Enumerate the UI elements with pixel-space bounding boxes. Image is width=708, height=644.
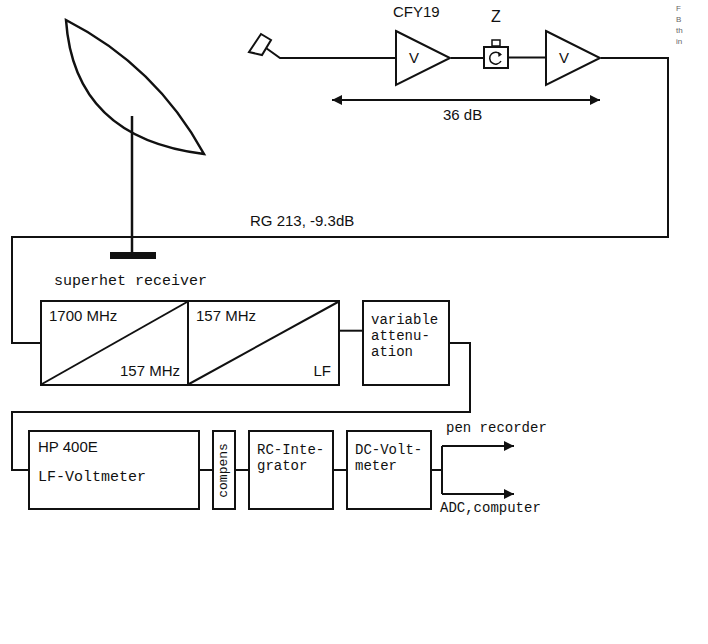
block-label: DC-Volt- meter — [355, 442, 423, 474]
mixer-diagonal — [189, 302, 338, 384]
node-outline — [545, 30, 601, 86]
output-label: ADC,computer — [440, 500, 541, 516]
output-arrow — [442, 445, 514, 447]
signal-wire — [200, 469, 212, 471]
feed-wire — [266, 48, 395, 58]
caption-fragment: B — [676, 15, 681, 24]
amplifier-triangle: V — [545, 30, 601, 86]
isolator-port — [492, 40, 500, 46]
receiver-box: superhet receiver1700 MHz157 MHz157 MHzL… — [40, 300, 340, 386]
dish-reflector — [66, 20, 204, 154]
block-label: LF-Voltmeter — [38, 469, 190, 486]
signal-wire — [334, 469, 346, 471]
node-outline — [395, 30, 451, 86]
feed-horn — [249, 34, 271, 55]
signal-wire — [338, 330, 362, 332]
output-arrow — [442, 493, 514, 495]
integrator-box: RC-Inte- grator — [248, 430, 334, 510]
output-wire — [432, 446, 442, 494]
dish-mast — [131, 116, 134, 252]
block-label: compens — [217, 443, 232, 498]
cable-label: RG 213, -9.3dB — [250, 212, 354, 229]
part-number: CFY19 — [393, 3, 440, 20]
attenuator-box: variable attenu- ation — [362, 300, 450, 386]
voltmeter-box: DC-Volt- meter — [346, 430, 432, 510]
isolator-box: Z — [483, 46, 509, 69]
amplifier-outline — [546, 31, 600, 85]
signal-wire — [451, 57, 483, 59]
frequency-label: 157 MHz — [196, 307, 331, 324]
mixer-stage: 157 MHzLF — [189, 302, 338, 384]
caption-fragment: in — [676, 37, 682, 46]
gain-value: 36 dB — [443, 106, 482, 123]
amplifier-outline — [396, 31, 450, 85]
output-label: pen recorder — [446, 420, 547, 436]
part-letter: Z — [491, 8, 501, 26]
frequency-label: 157 MHz — [120, 362, 180, 379]
node-outline — [485, 48, 507, 67]
block-label: variable attenu- ation — [371, 312, 441, 360]
block-label: RC-Inte- grator — [257, 442, 325, 474]
mixer-stage: 1700 MHz 157 MHz — [42, 302, 189, 384]
instrument-name: HP 400E — [38, 438, 190, 455]
amplifier-symbol: V — [409, 49, 419, 66]
caption-fragment: F — [676, 4, 681, 13]
mixer-diagonal — [42, 302, 187, 384]
caption-fragment: th — [676, 26, 683, 35]
gain-dimension — [332, 99, 600, 101]
circulator-symbol — [490, 52, 501, 64]
signal-wire — [509, 57, 545, 59]
signal-wire — [236, 469, 248, 471]
frequency-label: 1700 MHz — [49, 307, 180, 324]
compensation-box: compens — [212, 430, 236, 510]
block-heading: superhet receiver — [54, 273, 207, 290]
amplifier-symbol: V — [559, 49, 569, 66]
amplifier-triangle: CFY19V — [395, 30, 451, 86]
voltmeter-box: HP 400E LF-Voltmeter — [28, 430, 200, 510]
dish-base — [110, 252, 156, 259]
frequency-label: LF — [313, 362, 331, 379]
circulator-arrow — [498, 52, 502, 57]
